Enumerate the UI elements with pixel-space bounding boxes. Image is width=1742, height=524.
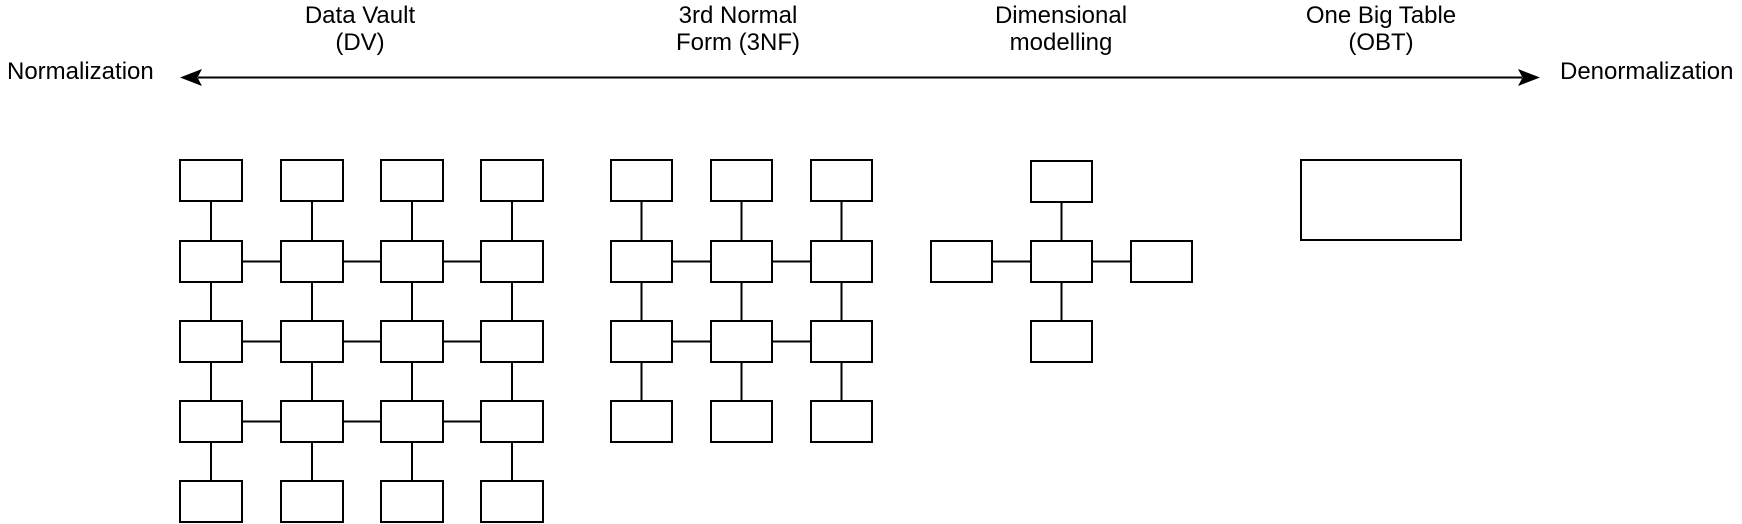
dimensional-modelling-left-table-box bbox=[930, 240, 993, 283]
category-label-line1: Dimensional bbox=[994, 2, 1128, 29]
category-label-line2: modelling bbox=[1009, 29, 1113, 56]
data-vault-table-box bbox=[179, 159, 243, 202]
third-normal-form-table-box bbox=[610, 240, 673, 283]
third-normal-form-table-box bbox=[610, 159, 673, 202]
data-vault-table-box bbox=[179, 480, 243, 523]
third-normal-form-table-box bbox=[810, 159, 873, 202]
category-label-line1: One Big Table bbox=[1305, 2, 1457, 29]
dimensional-modelling-top-table-box bbox=[1030, 160, 1093, 203]
third-normal-form-table-box bbox=[810, 320, 873, 363]
third-normal-form-table-box bbox=[710, 240, 773, 283]
dimensional-modelling-center-table-box bbox=[1030, 240, 1093, 283]
data-vault-table-box bbox=[280, 159, 344, 202]
category-label-dimensional-modelling: Dimensional modelling bbox=[951, 2, 1171, 56]
data-vault-table-box bbox=[380, 480, 444, 523]
spectrum-arrowhead-right bbox=[1518, 69, 1540, 86]
data-vault-table-box bbox=[480, 240, 544, 283]
spectrum-arrowhead-left bbox=[180, 69, 202, 86]
data-vault-table-box bbox=[280, 480, 344, 523]
data-vault-table-box bbox=[179, 320, 243, 363]
data-vault-table-box bbox=[280, 320, 344, 363]
category-label-line1: 3rd Normal bbox=[678, 2, 798, 29]
category-label-line2: Form (3NF) bbox=[676, 29, 800, 56]
data-vault-table-box bbox=[380, 159, 444, 202]
data-vault-table-box bbox=[480, 159, 544, 202]
third-normal-form-table-box bbox=[610, 320, 673, 363]
category-label-third-normal-form: 3rd Normal Form (3NF) bbox=[628, 2, 848, 56]
normalization-label: Normalization bbox=[7, 58, 154, 85]
category-label-line2: (DV) bbox=[335, 29, 385, 56]
data-vault-table-box bbox=[179, 240, 243, 283]
data-vault-table-box bbox=[480, 400, 544, 443]
data-vault-table-box bbox=[179, 400, 243, 443]
category-label-data-vault: Data Vault (DV) bbox=[250, 2, 470, 56]
third-normal-form-table-box bbox=[710, 159, 773, 202]
category-label-one-big-table: One Big Table (OBT) bbox=[1271, 2, 1491, 56]
data-vault-table-box bbox=[480, 320, 544, 363]
one-big-table-table-box bbox=[1300, 159, 1462, 241]
category-label-line1: Data Vault bbox=[304, 2, 416, 29]
third-normal-form-table-box bbox=[710, 400, 773, 443]
denormalization-label: Denormalization bbox=[1560, 58, 1734, 85]
third-normal-form-table-box bbox=[810, 240, 873, 283]
dimensional-modelling-right-table-box bbox=[1130, 240, 1193, 283]
third-normal-form-table-box bbox=[710, 320, 773, 363]
category-label-line2: (OBT) bbox=[1348, 29, 1414, 56]
data-vault-table-box bbox=[280, 240, 344, 283]
data-vault-table-box bbox=[480, 480, 544, 523]
data-vault-table-box bbox=[380, 320, 444, 363]
third-normal-form-table-box bbox=[810, 400, 873, 443]
data-vault-table-box bbox=[380, 240, 444, 283]
dimensional-modelling-bottom-table-box bbox=[1030, 320, 1093, 363]
data-vault-table-box bbox=[380, 400, 444, 443]
data-vault-table-box bbox=[280, 400, 344, 443]
third-normal-form-table-box bbox=[610, 400, 673, 443]
